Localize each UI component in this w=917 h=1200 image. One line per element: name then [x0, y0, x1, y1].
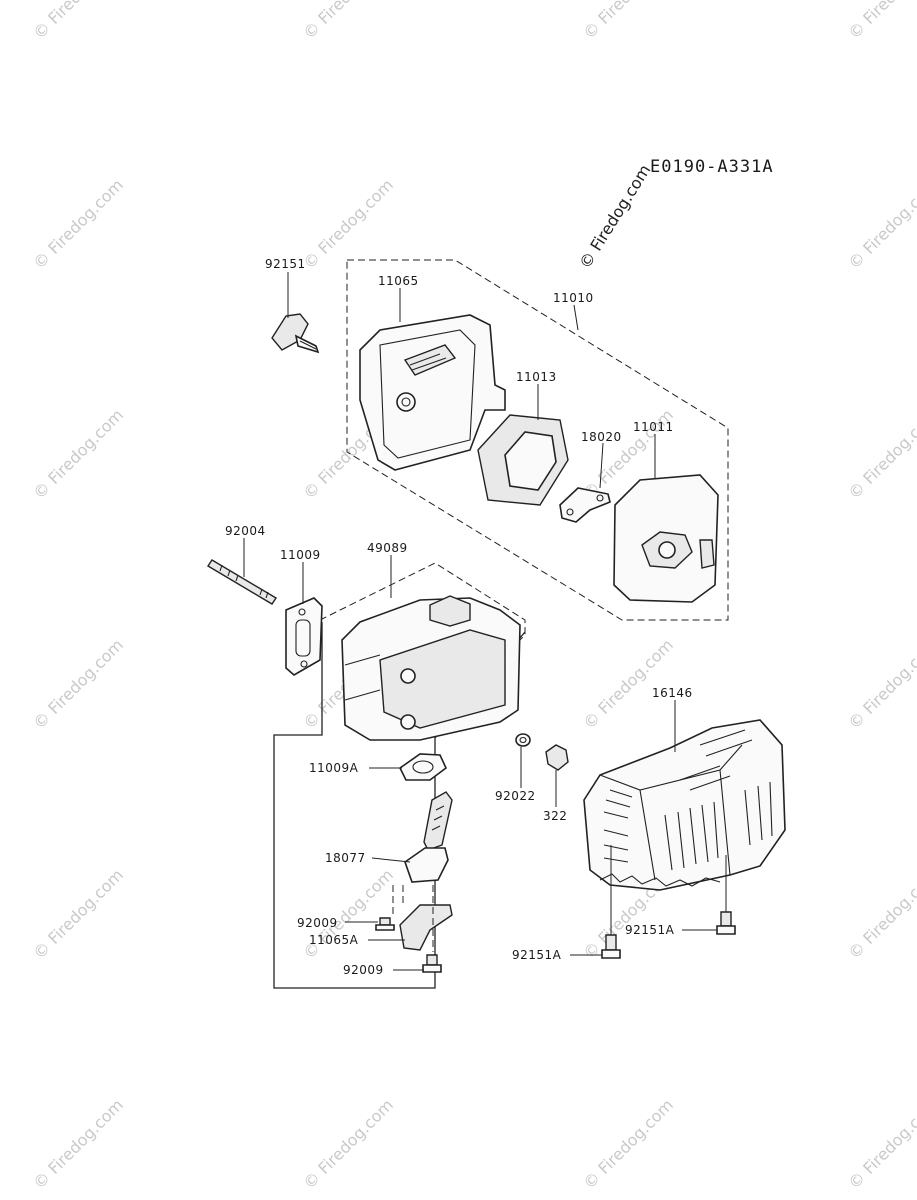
watermark-main: © Firedog.com	[575, 161, 654, 272]
part-labels: 92151 11065 11010 11013 18020 11011 9200…	[225, 257, 693, 977]
muffler-body-49089	[341, 595, 521, 741]
part-label-49089: 49089	[367, 541, 408, 555]
watermark: © Firedog.com	[29, 635, 127, 733]
part-label-11010: 11010	[553, 291, 594, 305]
watermark: © Firedog.com	[579, 0, 677, 43]
watermark: © Firedog.com	[844, 175, 917, 273]
muffler-assembly	[207, 559, 526, 989]
part-label-92022: 92022	[495, 789, 536, 803]
knob-bolt-92151	[271, 313, 320, 354]
diagram-code: E0190-A331A	[650, 157, 774, 177]
watermark: © Firedog.com	[29, 405, 127, 503]
watermark: © Firedog.com	[29, 865, 127, 963]
assembly-outline-lower	[273, 622, 526, 989]
part-label-11065: 11065	[378, 274, 419, 288]
air-cleaner-cover-11011	[613, 474, 719, 603]
part-label-18077: 18077	[325, 851, 366, 865]
air-cleaner-assembly	[271, 259, 729, 621]
watermark: © Firedog.com	[844, 635, 917, 733]
part-label-92151A: 92151A	[625, 923, 675, 937]
part-label-11011: 11011	[633, 420, 674, 434]
gasket-11009	[285, 597, 323, 676]
part-label-92151: 92151	[265, 257, 306, 271]
part-label-92151A: 92151A	[512, 948, 562, 962]
nut-322	[545, 744, 569, 771]
gasket-11009A	[398, 753, 447, 781]
watermark: © Firedog.com	[299, 0, 397, 43]
part-label-11009A: 11009A	[309, 761, 359, 775]
part-label-16146: 16146	[652, 686, 693, 700]
leader-lines	[243, 272, 727, 971]
bracket-18020	[559, 487, 611, 523]
part-label-92009: 92009	[343, 963, 384, 977]
watermark: © Firedog.com	[579, 1095, 677, 1193]
watermark-grid: © Firedog.com © Firedog.com © Firedog.co…	[29, 0, 917, 1193]
watermark: © Firedog.com	[844, 0, 917, 43]
stud-92004	[207, 559, 277, 605]
exhaust-pipe-18077	[404, 791, 453, 883]
watermark: © Firedog.com	[299, 1095, 397, 1193]
watermark: © Firedog.com	[844, 1095, 917, 1193]
screw-92151A-right	[716, 911, 736, 935]
heat-shield-11065A	[399, 904, 453, 951]
watermark: © Firedog.com	[579, 635, 677, 733]
watermark: © Firedog.com	[844, 405, 917, 503]
screw-92151A-left	[601, 934, 621, 959]
part-label-18020: 18020	[581, 430, 622, 444]
muffler-cover-16146	[583, 719, 786, 891]
part-label-322: 322	[543, 809, 567, 823]
screw-92009-lower	[422, 954, 442, 973]
filter-element-11013	[477, 414, 569, 506]
air-cleaner-base-11065	[359, 314, 506, 471]
watermark: © Firedog.com	[29, 0, 127, 43]
part-label-92009: 92009	[297, 916, 338, 930]
watermark: © Firedog.com	[844, 865, 917, 963]
watermark: © Firedog.com	[29, 1095, 127, 1193]
part-label-11065A: 11065A	[309, 933, 359, 947]
watermark: © Firedog.com	[29, 175, 127, 273]
assembly-outline-11010	[346, 259, 729, 621]
watermark: © Firedog.com	[299, 175, 397, 273]
part-label-11013: 11013	[516, 370, 557, 384]
part-label-92004: 92004	[225, 524, 266, 538]
watermark: © Firedog.com	[299, 865, 397, 963]
washer-92022	[515, 733, 531, 747]
part-label-11009: 11009	[280, 548, 321, 562]
screw-92009-upper	[375, 917, 395, 931]
